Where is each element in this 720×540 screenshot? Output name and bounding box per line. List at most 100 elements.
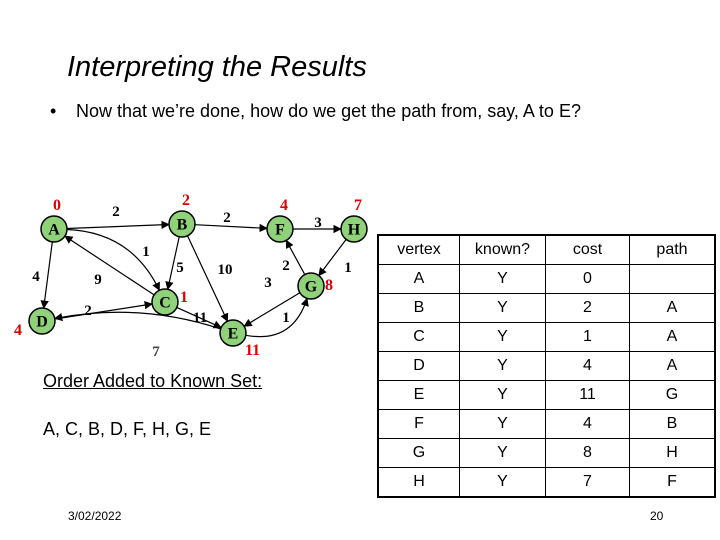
edge-e-g: [245, 297, 309, 338]
footer-date: 3/02/2022: [68, 509, 122, 523]
edge-d-c: [54, 300, 153, 320]
node-cost-a: 0: [53, 197, 61, 214]
cell-cost: 4: [545, 351, 630, 381]
header-path: path: [629, 234, 716, 265]
header-cost: cost: [545, 234, 630, 265]
header-vertex: vertex: [377, 234, 460, 265]
edge-weight-e-d: 7: [152, 344, 160, 360]
table-row: G Y 8 H: [377, 438, 716, 468]
node-label-b: B: [177, 217, 188, 234]
table-header-row: vertex known? cost path: [377, 234, 716, 265]
table-row: B Y 2 A: [377, 293, 716, 323]
edge-a-b: [66, 220, 170, 230]
node-cost-f: 4: [280, 197, 288, 214]
cell-vertex: H: [377, 467, 460, 498]
edge-weight-a-d: 4: [32, 269, 40, 285]
cell-path: A: [629, 351, 716, 381]
cell-cost: 2: [545, 293, 630, 323]
cell-known: Y: [459, 467, 546, 498]
node-label-g: G: [305, 279, 318, 296]
cell-vertex: E: [377, 380, 460, 410]
edge-weight-b-e: 10: [218, 262, 233, 278]
edge-h-g: [318, 239, 347, 277]
node-label-h: H: [348, 222, 361, 239]
edge-weight-e-g: 1: [282, 310, 290, 326]
order-list: A, C, B, D, F, H, G, E: [43, 419, 212, 439]
cell-cost: 8: [545, 438, 630, 468]
table-row: E Y 11 G: [377, 380, 716, 410]
cell-vertex: A: [377, 264, 460, 294]
cell-path: B: [629, 409, 716, 439]
cell-path: H: [629, 438, 716, 468]
slide-title: Interpreting the Results: [67, 51, 367, 83]
node-label-e: E: [228, 326, 239, 343]
cell-cost: 7: [545, 467, 630, 498]
cell-cost: 4: [545, 409, 630, 439]
table-row: D Y 4 A: [377, 351, 716, 381]
cell-path: A: [629, 322, 716, 352]
node-cost-c: 1: [180, 289, 188, 306]
edge-e-d: [53, 311, 221, 330]
node-label-d: D: [36, 314, 48, 331]
cell-vertex: D: [377, 351, 460, 381]
node-cost-e: 11: [245, 342, 260, 359]
edge-c-e: [176, 306, 222, 329]
table-row: H Y 7 F: [377, 467, 716, 498]
edge-weight-g-f: 2: [282, 258, 290, 274]
cell-known: Y: [459, 409, 546, 439]
order-heading: Order Added to Known Set:: [43, 371, 263, 391]
edge-b-c: [165, 236, 180, 291]
cell-known: Y: [459, 438, 546, 468]
edge-g-f: [285, 239, 306, 275]
node-c: [151, 288, 179, 316]
edge-weight-h-g: 1: [344, 260, 352, 276]
page-number: 20: [650, 509, 664, 523]
table-row: C Y 1 A: [377, 322, 716, 352]
edge-weight-g-e: 3: [264, 275, 272, 291]
node-label-a: A: [48, 222, 60, 239]
node-f: [266, 215, 294, 243]
cell-path: A: [629, 293, 716, 323]
cell-cost: 0: [545, 264, 630, 294]
cell-path: [629, 264, 716, 294]
edge-weight-b-c: 5: [176, 260, 184, 276]
node-g: [297, 272, 325, 300]
edge-b-f: [194, 223, 268, 233]
node-cost-d: 4: [14, 322, 22, 339]
node-label-c: C: [159, 295, 171, 312]
cell-cost: 1: [545, 322, 630, 352]
node-d: [28, 307, 56, 335]
edge-weight-c-a: 9: [94, 272, 102, 288]
cell-vertex: C: [377, 322, 460, 352]
node-b: [168, 210, 196, 238]
edge-a-c: [66, 228, 160, 292]
edge-weight-f-h: 3: [314, 215, 322, 231]
node-h: [340, 215, 368, 243]
cell-path: F: [629, 467, 716, 498]
node-cost-b: 2: [182, 192, 190, 209]
node-a: [40, 215, 68, 243]
cell-known: Y: [459, 264, 546, 294]
table-row: F Y 4 B: [377, 409, 716, 439]
node-cost-h: 7: [354, 197, 362, 214]
cell-vertex: G: [377, 438, 460, 468]
bullet-text: Now that we’re done, how do we get the p…: [76, 101, 581, 121]
results-table: vertex known? cost path A Y 0 B Y 2 A C …: [377, 234, 716, 498]
cell-known: Y: [459, 380, 546, 410]
node-label-f: F: [275, 222, 285, 239]
edge-weight-a-b: 2: [112, 204, 120, 220]
cell-path: G: [629, 380, 716, 410]
edge-weight-a-c: 1: [142, 244, 150, 260]
edge-weight-d-c: 2: [84, 303, 92, 319]
header-known: known?: [459, 234, 546, 265]
cell-vertex: B: [377, 293, 460, 323]
cell-known: Y: [459, 293, 546, 323]
table-row: A Y 0: [377, 264, 716, 294]
edge-b-e: [186, 235, 229, 322]
cell-known: Y: [459, 351, 546, 381]
bullet-point: •Now that we’re done, how do we get the …: [50, 101, 581, 122]
node-cost-g: 8: [325, 277, 333, 294]
cell-cost: 11: [545, 380, 630, 410]
edge-a-d: [40, 241, 53, 309]
